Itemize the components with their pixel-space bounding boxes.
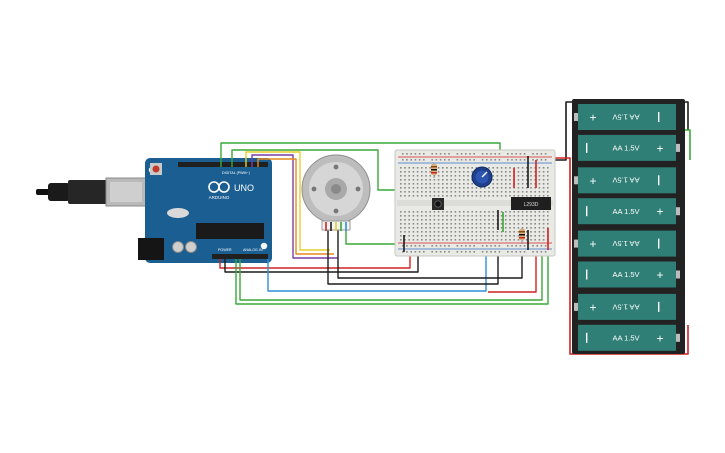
dc-motor-icon xyxy=(301,154,371,231)
potentiometer-icon xyxy=(471,166,493,188)
wire-red xyxy=(552,157,689,355)
wire-black xyxy=(552,101,689,161)
battery-cell: + AA 1.5V xyxy=(574,293,676,320)
wire-yellow xyxy=(245,151,330,251)
battery-label: AA 1.5V xyxy=(612,176,639,185)
arduino-model-label: UNO xyxy=(234,183,254,193)
wire-black xyxy=(337,230,523,279)
battery-plus-sign: + xyxy=(656,268,663,282)
arduino-analog-label: ANALOG IN xyxy=(243,248,263,252)
battery-plus-sign: + xyxy=(656,205,663,219)
wire-green xyxy=(235,250,549,305)
battery-minus-sign xyxy=(586,332,588,343)
battery-pack: + AA 1.5V + AA 1.5V + AA 1.5V + AA 1.5V + AA 1.5V… xyxy=(572,99,685,354)
battery-minus-sign xyxy=(658,112,660,122)
battery-cell: + AA 1.5V xyxy=(578,261,680,288)
wire-red xyxy=(488,248,537,293)
battery-minus-sign xyxy=(658,238,660,249)
battery-cell: + AA 1.5V xyxy=(578,198,680,225)
wire-orange xyxy=(257,158,334,255)
arduino-digital-label: DIGITAL (PWM~) xyxy=(222,171,250,175)
battery-label: AA 1.5V xyxy=(612,112,639,121)
battery-cell: + AA 1.5V xyxy=(578,324,680,351)
resistor-icon xyxy=(519,228,525,244)
arduino-power-label: POWER xyxy=(218,248,232,252)
wire-black xyxy=(224,252,419,273)
arduino-logo-text: ARDUINO xyxy=(209,195,230,200)
breadboard-jumpers xyxy=(403,156,549,252)
battery-label: AA 1.5V xyxy=(612,207,639,216)
breadboard xyxy=(394,149,556,257)
battery-cell: + AA 1.5V xyxy=(574,104,676,130)
wire-purple xyxy=(251,154,338,259)
battery-minus-sign xyxy=(586,206,588,217)
wire-green xyxy=(239,248,543,301)
motor-driver-chip: L293D xyxy=(511,197,551,210)
battery-plus-sign: + xyxy=(656,141,663,155)
resistor-icon xyxy=(431,163,437,178)
battery-label: AA 1.5V xyxy=(612,270,639,279)
battery-label: AA 1.5V xyxy=(612,302,639,311)
battery-plus-sign: + xyxy=(656,331,663,345)
battery-label: AA 1.5V xyxy=(612,239,639,248)
battery-minus-sign xyxy=(586,269,588,280)
battery-cell: + AA 1.5V xyxy=(574,167,676,194)
battery-label: AA 1.5V xyxy=(612,333,639,342)
battery-plus-sign: + xyxy=(589,111,596,125)
battery-plus-sign: + xyxy=(589,174,596,188)
battery-plus-sign: + xyxy=(589,237,596,251)
battery-cell: + AA 1.5V xyxy=(574,230,676,257)
battery-label: AA 1.5V xyxy=(612,144,639,153)
wire-green xyxy=(345,230,404,245)
usb-cable-icon xyxy=(36,177,147,207)
arduino-uno-board: ARDUINO UNO DIGITAL (PWM~) POWER ANALOG … xyxy=(138,158,272,263)
battery-minus-sign xyxy=(658,175,660,186)
chip-label: L293D xyxy=(524,202,539,208)
battery-plus-sign: + xyxy=(589,300,596,314)
battery-minus-sign xyxy=(586,142,588,153)
battery-minus-sign xyxy=(658,301,660,312)
push-button-icon xyxy=(432,198,444,210)
battery-cell: + AA 1.5V xyxy=(578,134,680,161)
wire-red xyxy=(219,252,411,269)
